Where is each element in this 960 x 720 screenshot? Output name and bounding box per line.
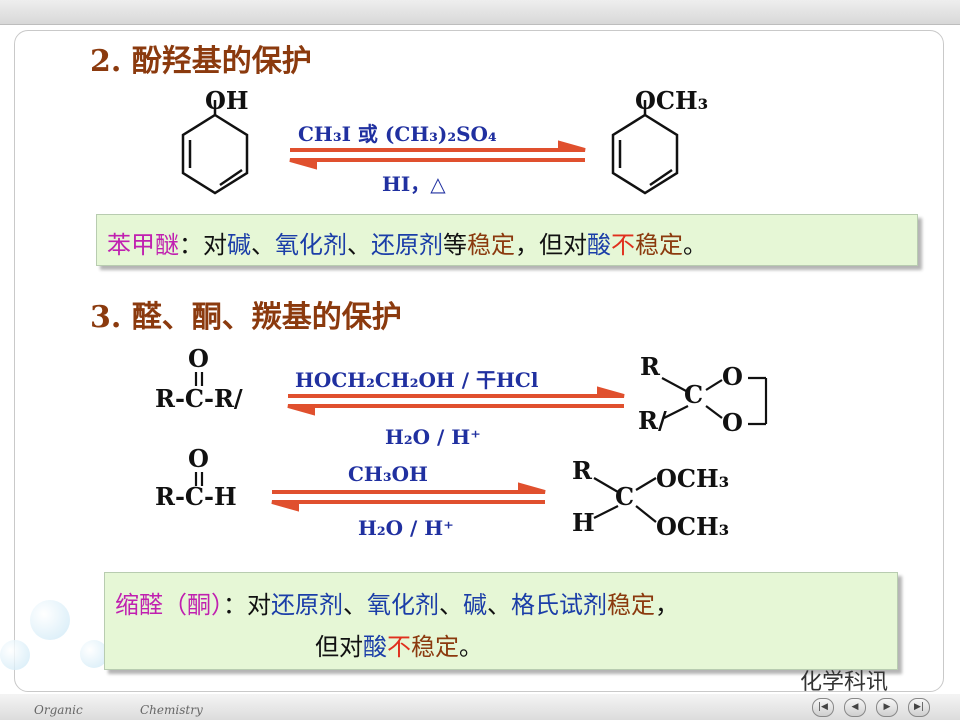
nav-last-button[interactable]: ▶|: [908, 698, 930, 717]
note-segment: 不: [611, 231, 635, 259]
acetal-r: R: [572, 456, 592, 485]
note-segment: 、: [439, 591, 463, 619]
note-segment: 、: [347, 231, 371, 259]
note-segment: 格氏试剂: [511, 591, 607, 619]
ketal-r2: R/: [638, 406, 667, 435]
note-segment: 、: [487, 591, 511, 619]
decor-bubble: [30, 600, 70, 640]
note-segment: 稳定: [635, 231, 683, 259]
phenol-ring: [181, 100, 249, 195]
phenol-reaction: [181, 100, 679, 195]
note-segment: 苯甲醚: [107, 231, 179, 259]
section-heading-phenol: 2. 酚羟基的保护: [90, 44, 312, 79]
acetal-carbon: C: [615, 482, 635, 511]
note-segment: 氧化剂: [367, 591, 439, 619]
decor-bubble: [80, 640, 108, 668]
ketal-oxygen-1: O: [722, 362, 743, 391]
reagent-ketone-hydrolysis: H₂O / H⁺: [385, 425, 481, 449]
ketone-structure: R-C-R/: [155, 384, 243, 413]
footer-chemistry: Chemistry: [140, 703, 203, 717]
reagent-methylation: CH₃I 或 (CH₃)₂SO₄: [298, 122, 497, 146]
acetal-ome-1: OCH₃: [656, 464, 730, 493]
watermark-text: 化学科讯: [800, 670, 889, 695]
acetal-ome-2: OCH₃: [656, 512, 730, 541]
note-segment: 稳定: [411, 633, 459, 661]
note-acetal-line2: 但对酸不稳定。: [315, 627, 483, 662]
ketal-carbon: C: [684, 380, 704, 409]
ketone-oxygen: O: [188, 344, 209, 373]
anisole-ome-label: OCH₃: [635, 86, 709, 115]
top-bar: [0, 0, 960, 25]
note-segment: 还原剂: [271, 591, 343, 619]
nav-previous-button[interactable]: ◀: [844, 698, 866, 717]
note-segment: 缩醛（酮）: [115, 591, 223, 619]
note-segment: 碱: [227, 231, 251, 259]
note-segment: 、: [343, 591, 367, 619]
note-segment: 稳定: [467, 231, 515, 259]
aldehyde-oxygen: O: [188, 444, 209, 473]
note-segment: 等: [443, 231, 467, 259]
nav-first-button[interactable]: |◀: [812, 698, 834, 717]
equilibrium-arrow: [289, 140, 586, 170]
nav-next-button[interactable]: ▶: [876, 698, 898, 717]
note-acetal-line1: 缩醛（酮）：对还原剂、氧化剂、碱、格氏试剂稳定，: [115, 585, 679, 620]
section-heading-carbonyl: 3. 醛、酮、羰基的保护: [90, 300, 402, 335]
note-segment: 、: [251, 231, 275, 259]
reagent-demethylation: HI，△: [382, 172, 446, 196]
note-segment: 但对: [315, 633, 363, 661]
bottom-bar: [0, 694, 960, 720]
note-segment: ：对: [223, 591, 271, 619]
note-segment: ：对: [179, 231, 227, 259]
ketal-oxygen-2: O: [722, 408, 743, 437]
reagent-aldehyde-hydrolysis: H₂O / H⁺: [358, 516, 454, 540]
note-anisole-text: 苯甲醚：对碱、氧化剂、还原剂等稳定，但对酸不稳定。: [107, 225, 707, 260]
phenol-oh-label: OH: [205, 86, 249, 115]
reagent-ethylene-glycol: HOCH₂CH₂OH / 干HCl: [295, 368, 539, 392]
note-segment: ，: [655, 591, 679, 619]
reagent-methanol: CH₃OH: [348, 462, 428, 486]
note-segment: 酸: [363, 633, 387, 661]
note-box-acetal: 缩醛（酮）：对还原剂、氧化剂、碱、格氏试剂稳定， 但对酸不稳定。: [104, 572, 898, 670]
note-segment: 。: [683, 231, 707, 259]
note-segment: 酸: [587, 231, 611, 259]
ketal-r1: R: [640, 352, 660, 381]
carbonyl-reactions-graphics: [194, 372, 768, 523]
note-box-anisole: 苯甲醚：对碱、氧化剂、还原剂等稳定，但对酸不稳定。: [96, 214, 918, 266]
footer-organic: Organic: [34, 703, 83, 717]
note-segment: 碱: [463, 591, 487, 619]
decor-bubble: [0, 640, 30, 670]
note-segment: 稳定: [607, 591, 655, 619]
note-segment: 。: [459, 633, 483, 661]
note-segment: 氧化剂: [275, 231, 347, 259]
anisole-ring: [611, 100, 679, 195]
aldehyde-structure: R-C-H: [155, 482, 237, 511]
note-segment: 还原剂: [371, 231, 443, 259]
acetal-h: H: [572, 508, 595, 537]
note-segment: ，但对: [515, 231, 587, 259]
note-segment: 不: [387, 633, 411, 661]
